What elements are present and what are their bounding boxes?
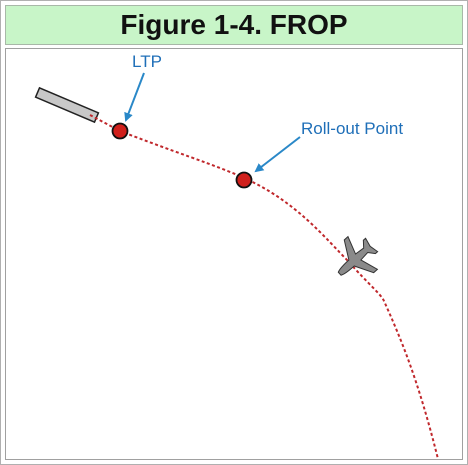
- figure-title: Figure 1-4. FROP: [5, 5, 463, 45]
- runway-icon: [34, 86, 100, 124]
- ltp-marker: [111, 122, 129, 140]
- rollout-point-label: Roll-out Point: [301, 119, 403, 138]
- ltp-callout-arrow: [124, 72, 145, 122]
- airplane-icon: [337, 235, 379, 276]
- frop-diagram: LTP Roll-out Point: [34, 52, 439, 459]
- flight-path: [89, 114, 439, 459]
- ltp-label: LTP: [132, 52, 162, 71]
- rollout-callout-arrow: [254, 136, 301, 173]
- diagram-panel: LTP Roll-out Point: [5, 48, 463, 460]
- rollout-point-marker: [235, 171, 253, 189]
